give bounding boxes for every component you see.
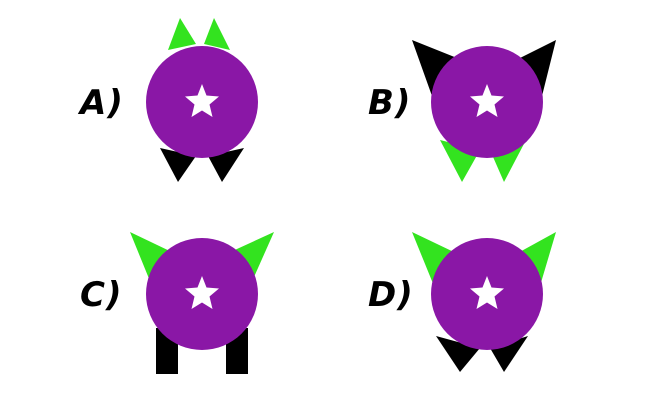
option-a-top-left-ear	[168, 18, 196, 50]
option-d-top-left-ear	[412, 232, 458, 286]
option-d-label: D)	[368, 275, 414, 315]
option-b-top-right-ear	[516, 40, 556, 96]
option-c[interactable]: C)	[0, 200, 300, 380]
option-a-bottom-right-leg	[208, 148, 244, 182]
option-b[interactable]: B)	[320, 0, 620, 182]
option-d-star-icon	[470, 276, 504, 309]
option-a-star-icon	[185, 84, 219, 117]
option-b-figure	[412, 40, 556, 182]
option-d[interactable]: D)	[320, 200, 620, 380]
option-c-top-right-ear	[226, 232, 274, 286]
option-c-figure	[130, 232, 274, 374]
option-c-star-icon	[185, 276, 219, 309]
option-b-label: B)	[368, 83, 412, 123]
option-b-star-icon	[470, 84, 504, 117]
option-b-top-left-ear	[412, 40, 462, 96]
option-a-figure	[146, 18, 258, 182]
option-d-top-right-ear	[516, 232, 556, 286]
option-d-figure	[412, 232, 556, 372]
option-a-top-right-ear	[204, 18, 230, 50]
option-a-bottom-left-leg	[160, 148, 196, 182]
option-c-top-left-ear	[130, 232, 176, 286]
option-a[interactable]: A)	[0, 0, 300, 182]
option-a-label: A)	[80, 83, 124, 123]
option-c-label: C)	[80, 275, 123, 315]
